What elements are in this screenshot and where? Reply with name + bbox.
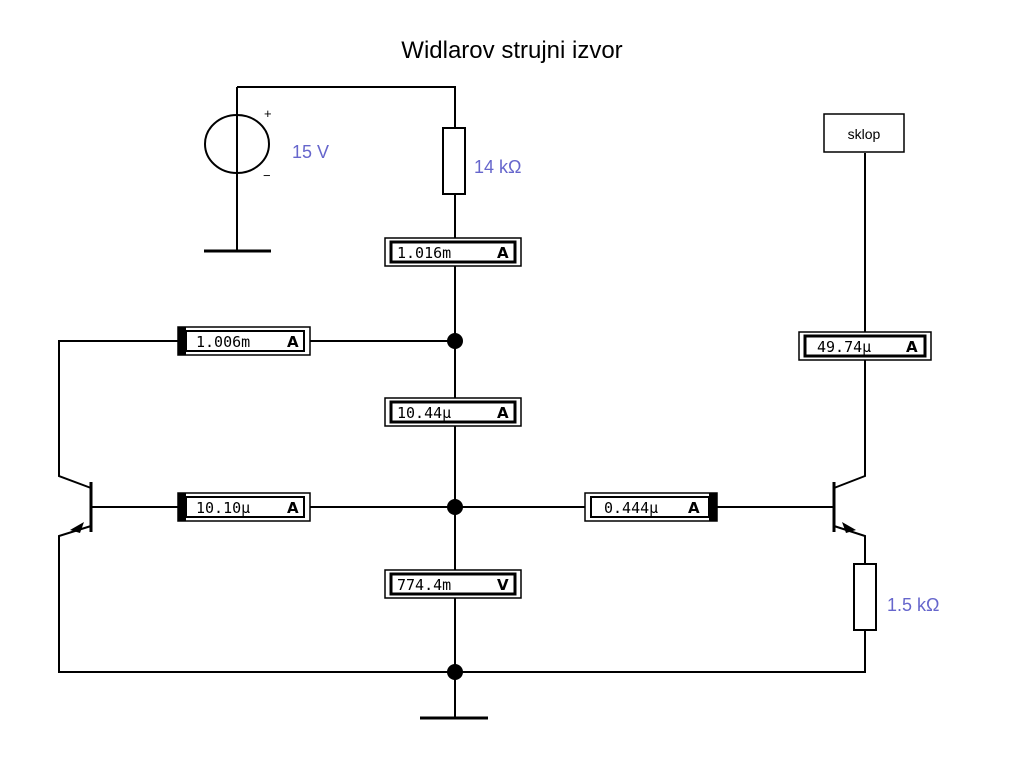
wire-left-collector: [58, 340, 178, 489]
meter-value: 774.4m: [397, 576, 451, 594]
meter-unit: V: [497, 576, 509, 594]
transistor-right: [832, 482, 856, 533]
source-minus: −: [263, 168, 271, 183]
ammeter-right: 49.74µ A: [798, 331, 932, 361]
source-value: 15 V: [292, 142, 329, 162]
meter-value: 0.444µ: [604, 499, 658, 517]
diagram-title: Widlarov strujni izvor: [401, 37, 622, 64]
meter-unit: A: [287, 499, 299, 517]
source-plus: +: [264, 106, 272, 121]
meter-unit: A: [906, 338, 918, 356]
junction-dot: [447, 499, 463, 515]
transistor-left: [70, 482, 93, 533]
ammeter-top: 1.016m A: [384, 237, 522, 267]
junction-dot: [447, 664, 463, 680]
load-block: sklop: [823, 113, 905, 153]
meter-unit: A: [287, 333, 299, 351]
resistor-top: 14 kΩ: [442, 127, 521, 195]
meter-value: 10.10µ: [196, 499, 250, 517]
resistor-emitter-value: 1.5 kΩ: [887, 595, 939, 615]
ammeter-middle: 10.44µ A: [384, 397, 522, 427]
resistor-emitter: 1.5 kΩ: [853, 563, 939, 631]
wire-right-emitter: [833, 525, 866, 564]
wire-right-collector: [833, 360, 866, 489]
emitter-arrow-icon: [70, 522, 84, 533]
meter-value: 1.006m: [196, 333, 250, 351]
meter-unit: A: [688, 499, 700, 517]
load-label: sklop: [848, 126, 881, 142]
meter-unit: A: [497, 404, 509, 422]
meter-value: 49.74µ: [817, 338, 871, 356]
ammeter-base-right: 0.444µ A: [584, 492, 718, 522]
emitter-arrow-icon: [842, 522, 856, 533]
voltage-source: + − 15 V: [204, 106, 329, 253]
resistor-top-value: 14 kΩ: [474, 157, 521, 177]
meter-value: 10.44µ: [397, 404, 451, 422]
voltmeter: 774.4m V: [384, 569, 522, 599]
wire-top: [237, 86, 456, 128]
meter-value: 1.016m: [397, 244, 451, 262]
meter-unit: A: [497, 244, 509, 262]
ammeter-left: 1.006m A: [177, 326, 311, 356]
ammeter-base-left: 10.10µ A: [177, 492, 311, 522]
wires: [58, 86, 866, 720]
wire-bottom: [58, 525, 866, 673]
junction-dot: [447, 333, 463, 349]
